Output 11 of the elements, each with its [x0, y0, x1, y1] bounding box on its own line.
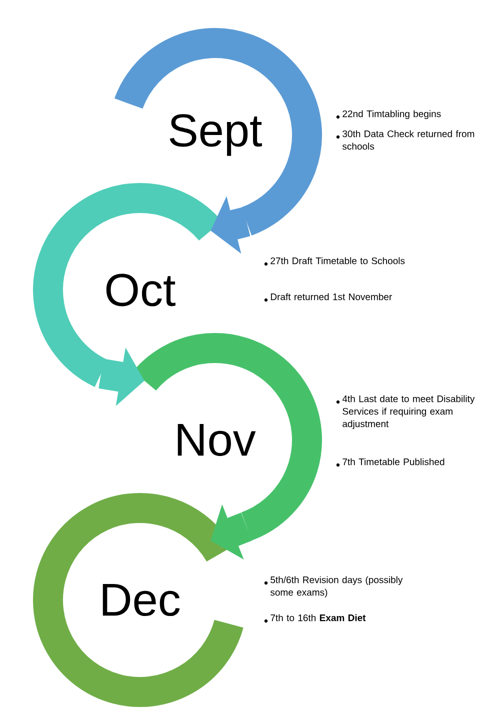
bullet-item: 30th Data Check returned from schools	[336, 130, 474, 150]
bullet-item: 4th Last date to meet Disability Services if requiring exam adjustment	[336, 395, 475, 430]
ring-node: Dec	[33, 493, 244, 707]
bullet-item: Draft returned 1st November	[264, 293, 392, 302]
bullet-item: 7th Timetable Published	[336, 458, 444, 467]
ring-node: Nov	[134, 333, 322, 540]
ring-node: Sept	[114, 28, 322, 236]
bullet-item: 5th/6th Revision days (possibly some exams)	[264, 576, 403, 598]
bullet-item: 22nd Timtabling begins	[336, 110, 441, 120]
bullet-item: 7th to 16th Exam Diet	[264, 614, 366, 623]
bullet-item: 27th Draft Timetable to Schools	[264, 257, 405, 266]
